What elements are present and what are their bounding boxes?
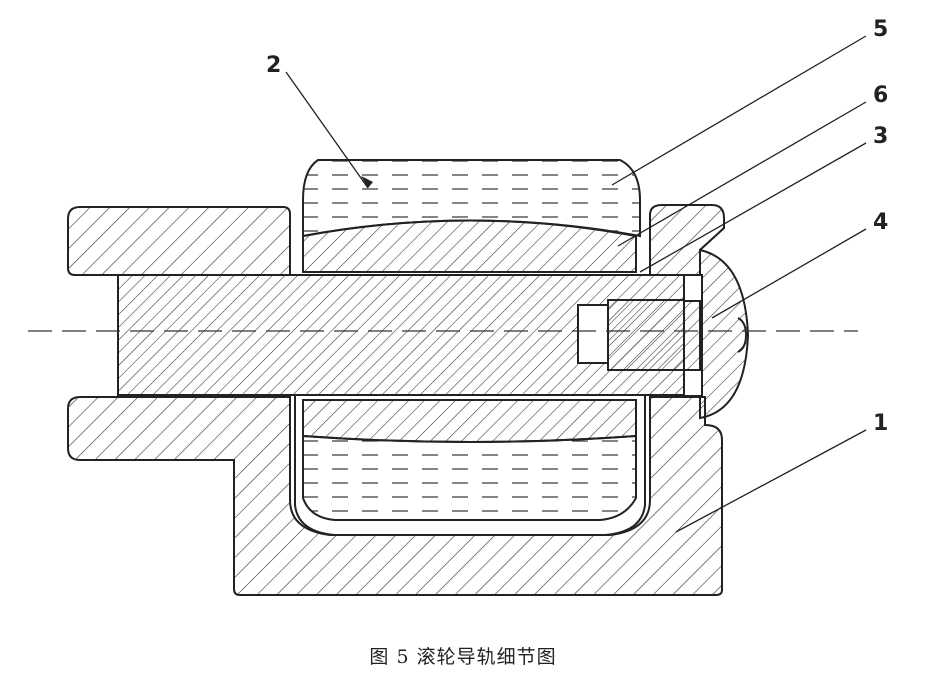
leader-lines (285, 35, 867, 533)
label-part-5: 5 (873, 17, 888, 42)
figure-caption: 图 5 滚轮导轨细节图 (369, 646, 557, 668)
label-part-1: 1 (873, 411, 888, 436)
arrowhead-icon (361, 176, 373, 188)
label-part-6: 6 (873, 83, 888, 108)
housing-part-1 (67, 204, 725, 596)
shaft-part-3 (117, 274, 703, 397)
label-part-2: 2 (266, 53, 281, 78)
roller-body-part-5 (294, 159, 646, 536)
label-part-3: 3 (873, 124, 888, 149)
label-part-4: 4 (873, 210, 888, 235)
end-cap-part-4 (699, 248, 750, 420)
